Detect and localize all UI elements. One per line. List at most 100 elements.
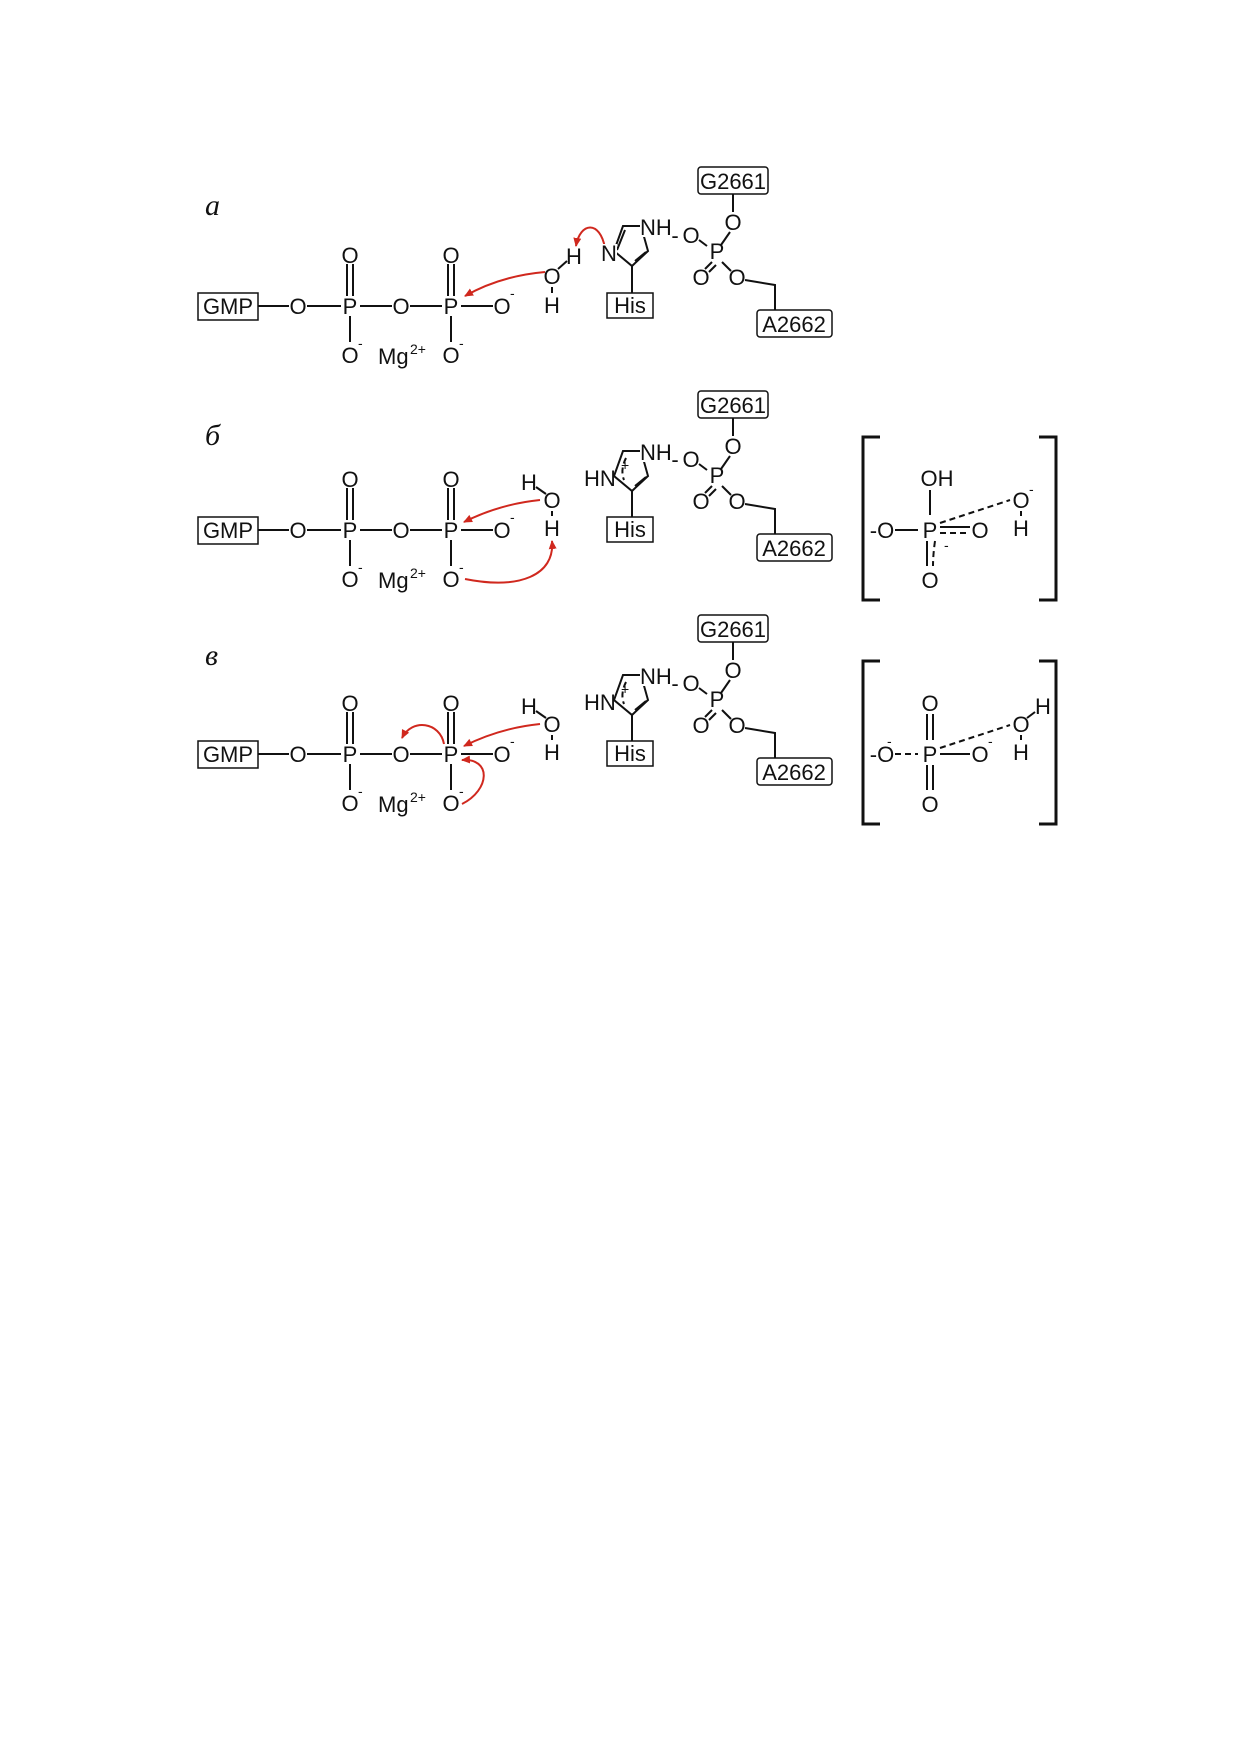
rna-oxygen-2: O — [682, 671, 699, 696]
water-hydrogen-top: H — [521, 694, 537, 719]
beta-phosphorus: P — [444, 294, 459, 319]
beta-oxygen-top: O — [442, 691, 459, 716]
arrow-deprotonation-b — [464, 540, 557, 584]
water-hydrogen-bottom: H — [544, 293, 560, 318]
rna-oxygen-charge: - — [671, 447, 678, 472]
ts-oxygen-right-charge: - — [988, 733, 993, 749]
ts-phosphorus: P — [923, 742, 938, 767]
arrow-water-attack-a — [464, 271, 546, 297]
ts-water-oxygen: O — [1012, 712, 1029, 737]
histidine-a: N NH His — [601, 215, 672, 319]
rna-oxygen-4: O — [728, 265, 745, 290]
water-a: O H H — [543, 244, 582, 318]
water-c: H O H — [521, 694, 561, 765]
magnesium-charge: 2+ — [410, 789, 426, 805]
water-hydrogen-top: H — [521, 470, 537, 495]
magnesium-charge: 2+ — [410, 565, 426, 581]
beta-oxygen-top: O — [442, 243, 459, 268]
magnesium-ion: Mg — [378, 792, 409, 817]
bridging-oxygen-1: O — [289, 294, 306, 319]
rna-oxygen-charge: - — [671, 671, 678, 696]
beta-oxygen-bottom: O — [442, 791, 459, 816]
beta-oxygen-bottom: O — [442, 567, 459, 592]
water-b: H O H — [521, 470, 561, 541]
ts-water-hydrogen: H — [1013, 516, 1029, 541]
a2662-label: A2662 — [762, 536, 826, 561]
alpha-oxygen-bottom: O — [341, 567, 358, 592]
rna-oxygen-1: O — [724, 434, 741, 459]
a2662-box — [756, 309, 833, 338]
alpha-oxygen-charge: - — [358, 559, 363, 575]
gmp-label: GMP — [203, 294, 253, 319]
right-bracket — [1039, 659, 1058, 826]
ts-oxygen-left: -O — [870, 742, 894, 767]
imidazole-hn: HN — [584, 690, 616, 715]
rna-oxygen-4: O — [728, 489, 745, 514]
a2662-box — [756, 533, 833, 562]
beta-oxygen-right: O — [493, 518, 510, 543]
panel-label-b: б — [205, 419, 221, 452]
panel-label-a: а — [205, 189, 220, 222]
panel-c: в GMP O P O O - Mg 2+ O P O O - — [197, 614, 1058, 826]
bridging-oxygen-2: O — [392, 742, 409, 767]
arrow-electron-push-c — [461, 755, 485, 805]
magnesium-ion: Mg — [378, 344, 409, 369]
his-label: His — [614, 517, 646, 542]
gmp-label: GMP — [203, 518, 253, 543]
ts-water-charge: - — [1029, 481, 1034, 497]
transition-state-b: OH -O P O - O O - H — [861, 435, 1058, 602]
rna-oxygen-1: O — [724, 210, 741, 235]
arrow-water-attack-c — [463, 723, 541, 747]
ts-water-hydrogen-bottom: H — [1013, 740, 1029, 765]
ts-oxygen-top: O — [921, 691, 938, 716]
rna-phosphorus: P — [710, 687, 725, 712]
imidazole-hn: HN — [584, 466, 616, 491]
g2661-label: G2661 — [700, 393, 766, 418]
arrow-proton-transfer-a — [573, 226, 606, 249]
magnesium-ion: Mg — [378, 568, 409, 593]
panel-b: б GMP O P O O - Mg 2+ O P O O - — [197, 390, 1058, 602]
his-box — [606, 740, 654, 767]
ts-oxygen-bottom: O — [921, 792, 938, 817]
left-bracket — [861, 659, 880, 826]
rna-backbone-c: G2661 O P O - O O A2662 — [671, 614, 833, 786]
water-oxygen: O — [543, 264, 560, 289]
ts-oxygen-right: O — [971, 742, 988, 767]
histidine-b: + HN NH His — [583, 440, 672, 543]
alpha-phosphorus: P — [343, 742, 358, 767]
alpha-phosphorus: P — [343, 294, 358, 319]
histidine-plus-charge: + — [621, 457, 629, 473]
a2662-label: A2662 — [762, 312, 826, 337]
beta-oxygen-right-charge: - — [510, 285, 515, 301]
ts-phosphorus-charge: - — [944, 537, 949, 553]
water-hydrogen-bottom: H — [544, 740, 560, 765]
rna-oxygen-1: O — [724, 658, 741, 683]
beta-oxygen-bottom-charge: - — [459, 335, 464, 351]
alpha-oxygen-charge: - — [358, 335, 363, 351]
beta-oxygen-bottom-charge: - — [459, 559, 464, 575]
gmp-box — [197, 292, 259, 321]
g2661-label: G2661 — [700, 617, 766, 642]
transition-state-c: O -O - P O - O O H H — [861, 659, 1058, 826]
alpha-oxygen-top: O — [341, 691, 358, 716]
alpha-oxygen-top: O — [341, 243, 358, 268]
gtp-chain-b: GMP O P O O - Mg 2+ O P O O - O - — [197, 467, 515, 593]
alpha-oxygen-charge: - — [358, 783, 363, 799]
beta-oxygen-right-charge: - — [510, 509, 515, 525]
bridging-oxygen-2: O — [392, 518, 409, 543]
water-hydrogen-top: H — [566, 244, 582, 269]
histidine-c: + HN NH His — [583, 664, 672, 767]
rna-oxygen-3: O — [692, 713, 709, 738]
panel-label-c: в — [205, 639, 218, 672]
rna-oxygen-2: O — [682, 447, 699, 472]
bridging-oxygen-1: O — [289, 518, 306, 543]
ts-oxygen-bottom: O — [921, 568, 938, 593]
beta-oxygen-right: O — [493, 294, 510, 319]
ts-hydroxyl-top: OH — [921, 466, 954, 491]
water-hydrogen-bottom: H — [544, 516, 560, 541]
gtp-chain-c: GMP O P O O - Mg 2+ O P O O - O - — [197, 691, 515, 817]
histidine-plus-charge: + — [621, 681, 629, 697]
alpha-oxygen-bottom: O — [341, 791, 358, 816]
rna-oxygen-2: O — [682, 223, 699, 248]
